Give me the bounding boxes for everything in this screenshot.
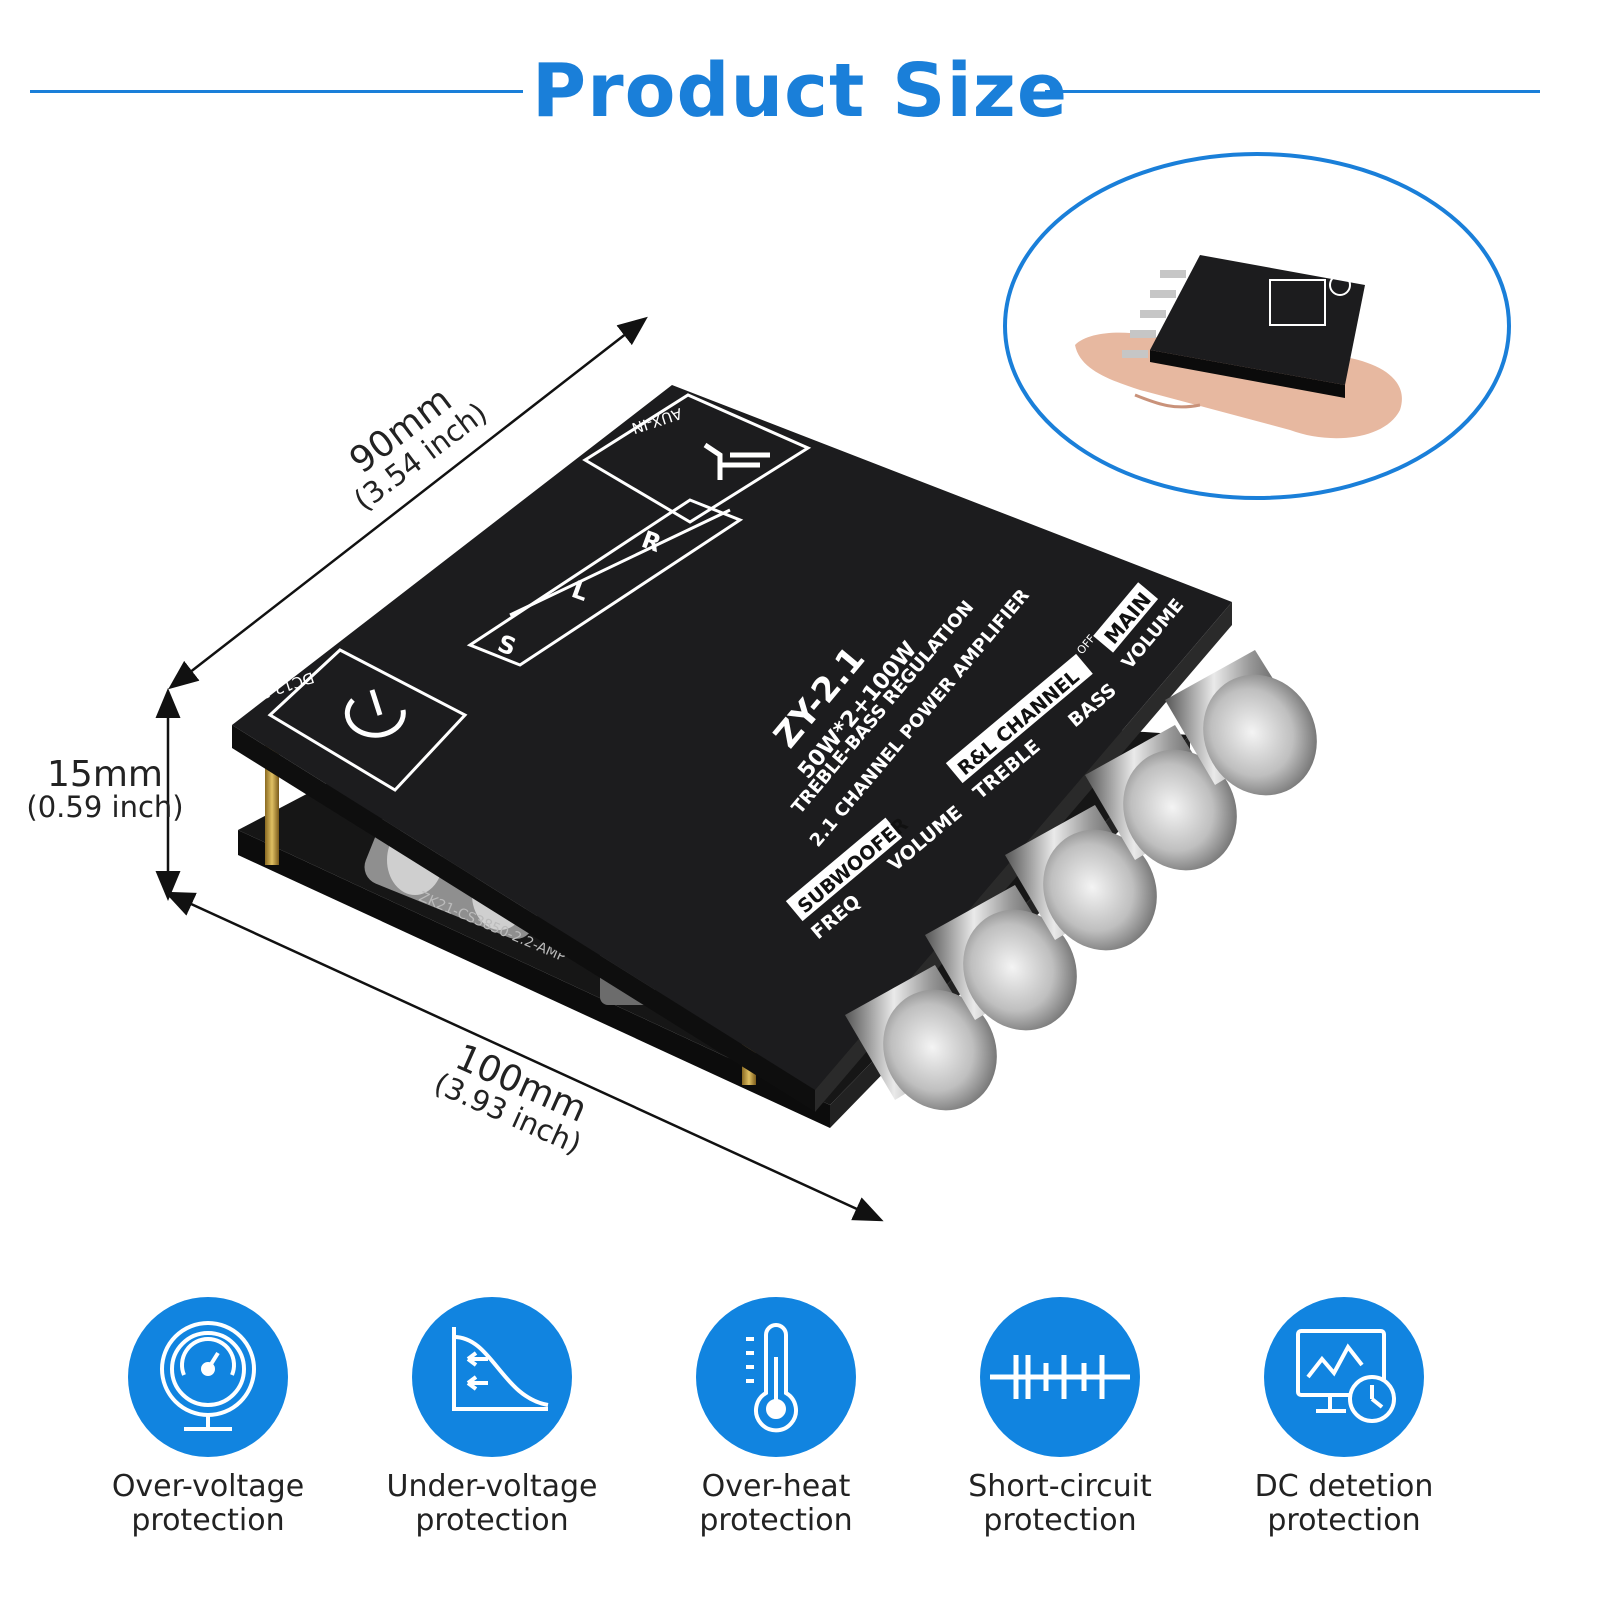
terminal-label-panel xyxy=(466,498,744,667)
feature-under-voltage: Under-voltage protection xyxy=(386,1469,598,1538)
feature-dc-detection: DC detetion protection xyxy=(1254,1469,1434,1538)
board-power-icon xyxy=(344,689,406,738)
knob-bass xyxy=(1085,725,1237,871)
width-dimension-arrow xyxy=(164,891,884,1222)
title-line-right xyxy=(1045,90,1540,93)
power-panel xyxy=(267,648,468,792)
voltage-curve-icon xyxy=(452,1327,549,1411)
dc-detection-icon-circle xyxy=(1264,1297,1424,1457)
aux-in-panel xyxy=(582,393,812,524)
mini-board xyxy=(1150,255,1365,385)
knob-main-volume xyxy=(1165,650,1317,796)
top-plate xyxy=(232,385,1232,1090)
page-title: Product Size xyxy=(531,48,1069,134)
gauge-icon xyxy=(160,1321,256,1431)
hand-size-inset xyxy=(1003,152,1511,500)
over-voltage-icon-circle xyxy=(128,1297,288,1457)
knob-subwoofer-volume xyxy=(925,885,1077,1031)
knob-treble xyxy=(1005,805,1157,951)
short-circuit-icon-circle xyxy=(980,1297,1140,1457)
monitor-clock-icon xyxy=(1296,1329,1396,1423)
feature-over-heat: Over-heat protection xyxy=(699,1469,853,1538)
under-voltage-icon-circle xyxy=(412,1297,572,1457)
feature-over-voltage: Over-voltage protection xyxy=(111,1469,305,1538)
length-dimension-arrow xyxy=(168,316,648,690)
title-line-left xyxy=(30,90,523,93)
height-mm: 15mm xyxy=(47,754,163,795)
height-dimension-label: 15mm (0.59 inch) xyxy=(20,757,190,822)
thermometer-icon xyxy=(746,1323,798,1433)
knob-subwoofer-freq xyxy=(845,965,997,1111)
height-inch: (0.59 inch) xyxy=(26,790,184,824)
feature-short-circuit: Short-circuit protection xyxy=(968,1469,1152,1538)
circuit-icon xyxy=(990,1355,1130,1399)
over-heat-icon-circle xyxy=(696,1297,856,1457)
